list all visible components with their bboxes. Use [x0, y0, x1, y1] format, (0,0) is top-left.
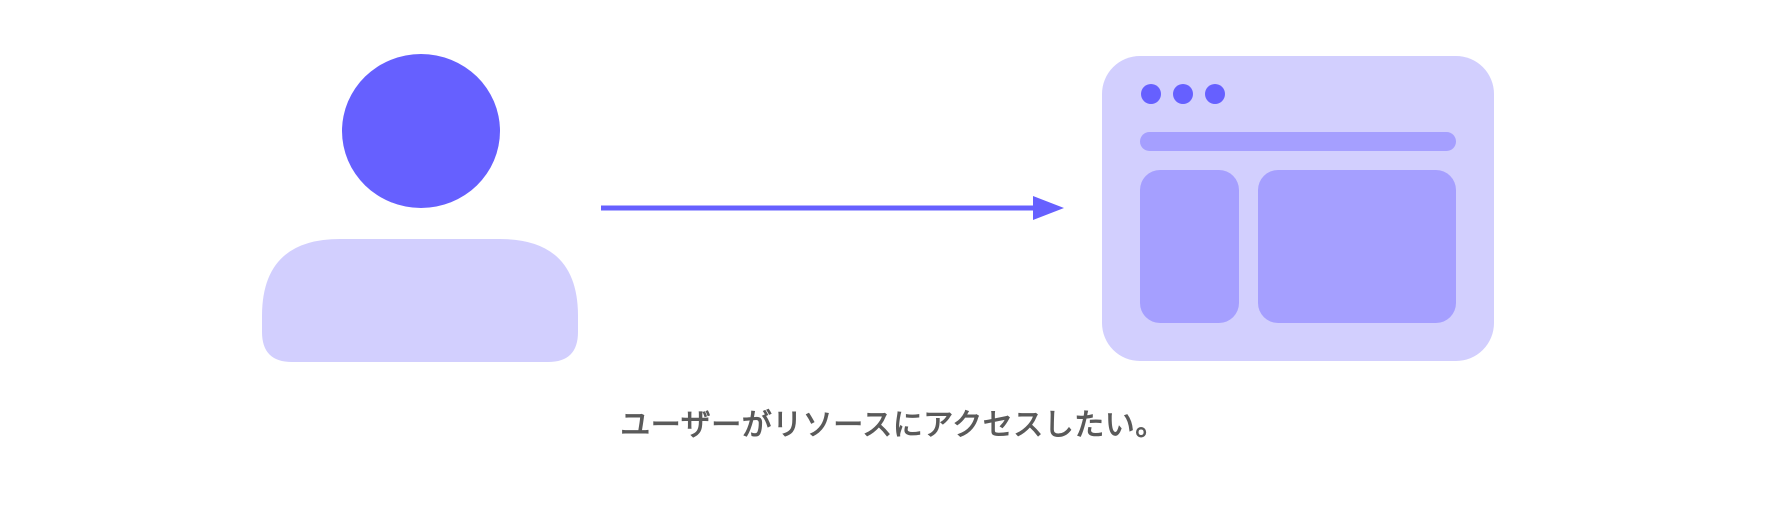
window-dot-2 — [1173, 84, 1193, 104]
content-panel-left — [1140, 170, 1239, 323]
browser-window-icon — [1102, 56, 1494, 361]
content-panel-right — [1258, 170, 1456, 323]
window-dot-1 — [1141, 84, 1161, 104]
arrow-right-icon — [601, 196, 1064, 220]
diagram-caption: ユーザーがリソースにアクセスしたい。 — [620, 408, 1166, 443]
arrow-head — [1033, 196, 1064, 220]
window-dot-3 — [1205, 84, 1225, 104]
address-bar — [1140, 132, 1456, 151]
user-body — [262, 239, 578, 362]
user-icon — [262, 54, 578, 362]
user-head — [342, 54, 500, 208]
